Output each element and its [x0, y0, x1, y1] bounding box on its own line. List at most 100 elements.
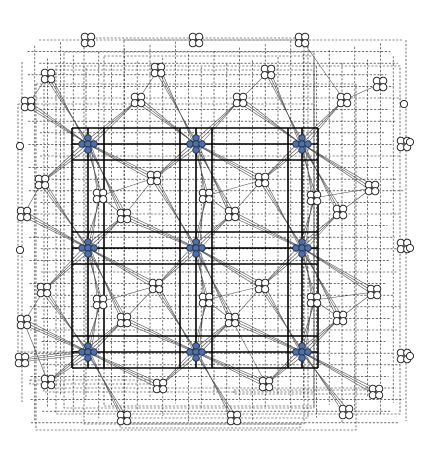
diagonal-bond — [90, 353, 123, 421]
blue-circle-node — [298, 146, 306, 154]
diagonal-bond — [157, 245, 194, 285]
open-circle-node — [379, 83, 388, 92]
open-circle-node — [159, 385, 168, 394]
blue-circle-node — [84, 146, 92, 154]
diagonal-bond — [267, 71, 303, 145]
diagonal-bond — [157, 283, 194, 351]
open-circle-node — [137, 99, 146, 108]
diagonal-bond — [261, 247, 303, 287]
open-circle-node — [15, 245, 25, 255]
dashed-frame — [103, 55, 315, 407]
dashed-frame — [55, 65, 401, 415]
diagonal-bond — [192, 349, 269, 383]
open-circle-node — [205, 299, 214, 308]
diagonal-bond — [87, 351, 125, 419]
diagonal-bond — [25, 319, 86, 351]
diagonal-bond — [41, 181, 89, 249]
diagonal-bond — [192, 349, 237, 417]
diagonal-bond — [298, 141, 375, 187]
diagonal-bond — [198, 145, 261, 183]
diagonal-bond — [49, 73, 86, 143]
blue-circle-node — [304, 348, 312, 356]
diagonal-bond — [301, 39, 345, 101]
blue-circle-node — [90, 140, 98, 148]
diagonal-bond — [198, 353, 233, 421]
diagonal-bond — [198, 215, 231, 251]
diagonal-bond — [135, 101, 200, 147]
diagonal-bond — [263, 245, 300, 285]
diagonal-bond — [151, 179, 200, 251]
diagonal-bond — [43, 247, 89, 291]
open-circle-node — [21, 359, 30, 368]
diagonal-bond — [90, 353, 159, 389]
diagonal-bond — [137, 99, 197, 145]
diagonal-bond — [90, 101, 137, 147]
open-circle-node — [371, 187, 380, 196]
diagonal-bond — [231, 213, 303, 249]
diagonal-bond — [259, 181, 306, 251]
diagonal-bond — [84, 97, 141, 143]
diagonal-bond — [43, 179, 86, 247]
diagonal-bond — [263, 177, 300, 247]
open-circle-node — [99, 301, 108, 310]
diagonal-bond — [263, 283, 300, 351]
open-circle-node — [47, 75, 56, 84]
diagonal-bond — [301, 143, 341, 213]
diagonal-bond — [87, 143, 125, 217]
diagonal-bond — [261, 285, 303, 353]
dashed-frame — [29, 379, 151, 385]
open-circle-node — [231, 319, 240, 328]
open-circle-node — [123, 319, 132, 328]
diagonal-bond — [233, 317, 300, 351]
blue-circle-node — [304, 140, 312, 148]
diagonal-bond — [139, 97, 194, 143]
diagonal-bond — [304, 199, 313, 251]
diagonal-bond — [45, 287, 86, 351]
diagonal-bond — [198, 249, 231, 323]
diagonal-bond — [99, 285, 157, 303]
diagonal-bond — [198, 353, 265, 387]
diagonal-bond — [21, 351, 89, 361]
diagonal-bond — [87, 247, 125, 321]
diagonal-bond — [304, 249, 373, 295]
diagonal-bond — [229, 215, 306, 251]
diagonal-bond — [195, 143, 233, 215]
diagonal-bond — [121, 217, 200, 251]
open-circle-node — [43, 289, 52, 298]
diagonal-bond — [195, 351, 235, 419]
diagonal-bond — [313, 291, 375, 301]
diagonal-bond — [198, 197, 205, 251]
open-circle-node — [343, 99, 352, 108]
open-circle-node — [373, 291, 382, 300]
open-circle-node — [345, 411, 354, 420]
diagonal-bond — [195, 143, 263, 181]
diagonal-bond — [301, 143, 373, 189]
diagonal-bond — [198, 145, 231, 217]
open-circle-node — [41, 181, 50, 190]
blue-circle-node — [84, 354, 92, 362]
diagonal-bond — [90, 145, 123, 219]
diagonal-bond — [304, 213, 339, 251]
open-circle-node — [233, 417, 242, 426]
diagonal-bond — [99, 177, 155, 197]
open-circle-node — [265, 383, 274, 392]
diagonal-bond — [241, 97, 300, 143]
blue-circle-node — [304, 244, 312, 252]
diagonal-bond — [205, 285, 263, 301]
open-circle-node — [87, 39, 96, 48]
open-circle-node — [399, 99, 409, 109]
diagonal-bond — [301, 351, 347, 413]
diagonal-bond — [261, 179, 303, 249]
diagonal-bond — [155, 71, 200, 147]
diagonal-bond — [29, 101, 86, 143]
blue-circle-node — [192, 354, 200, 362]
diagonal-bond — [125, 213, 194, 247]
diagonal-bond — [298, 245, 377, 291]
diagonal-bond — [298, 349, 349, 411]
diagonal-bond — [301, 247, 341, 319]
diagonal-bond — [269, 69, 300, 143]
diagonal-bond — [298, 349, 379, 391]
diagonal-bond — [90, 197, 99, 251]
open-circle-node — [405, 243, 415, 253]
dashed-frame — [43, 69, 315, 393]
